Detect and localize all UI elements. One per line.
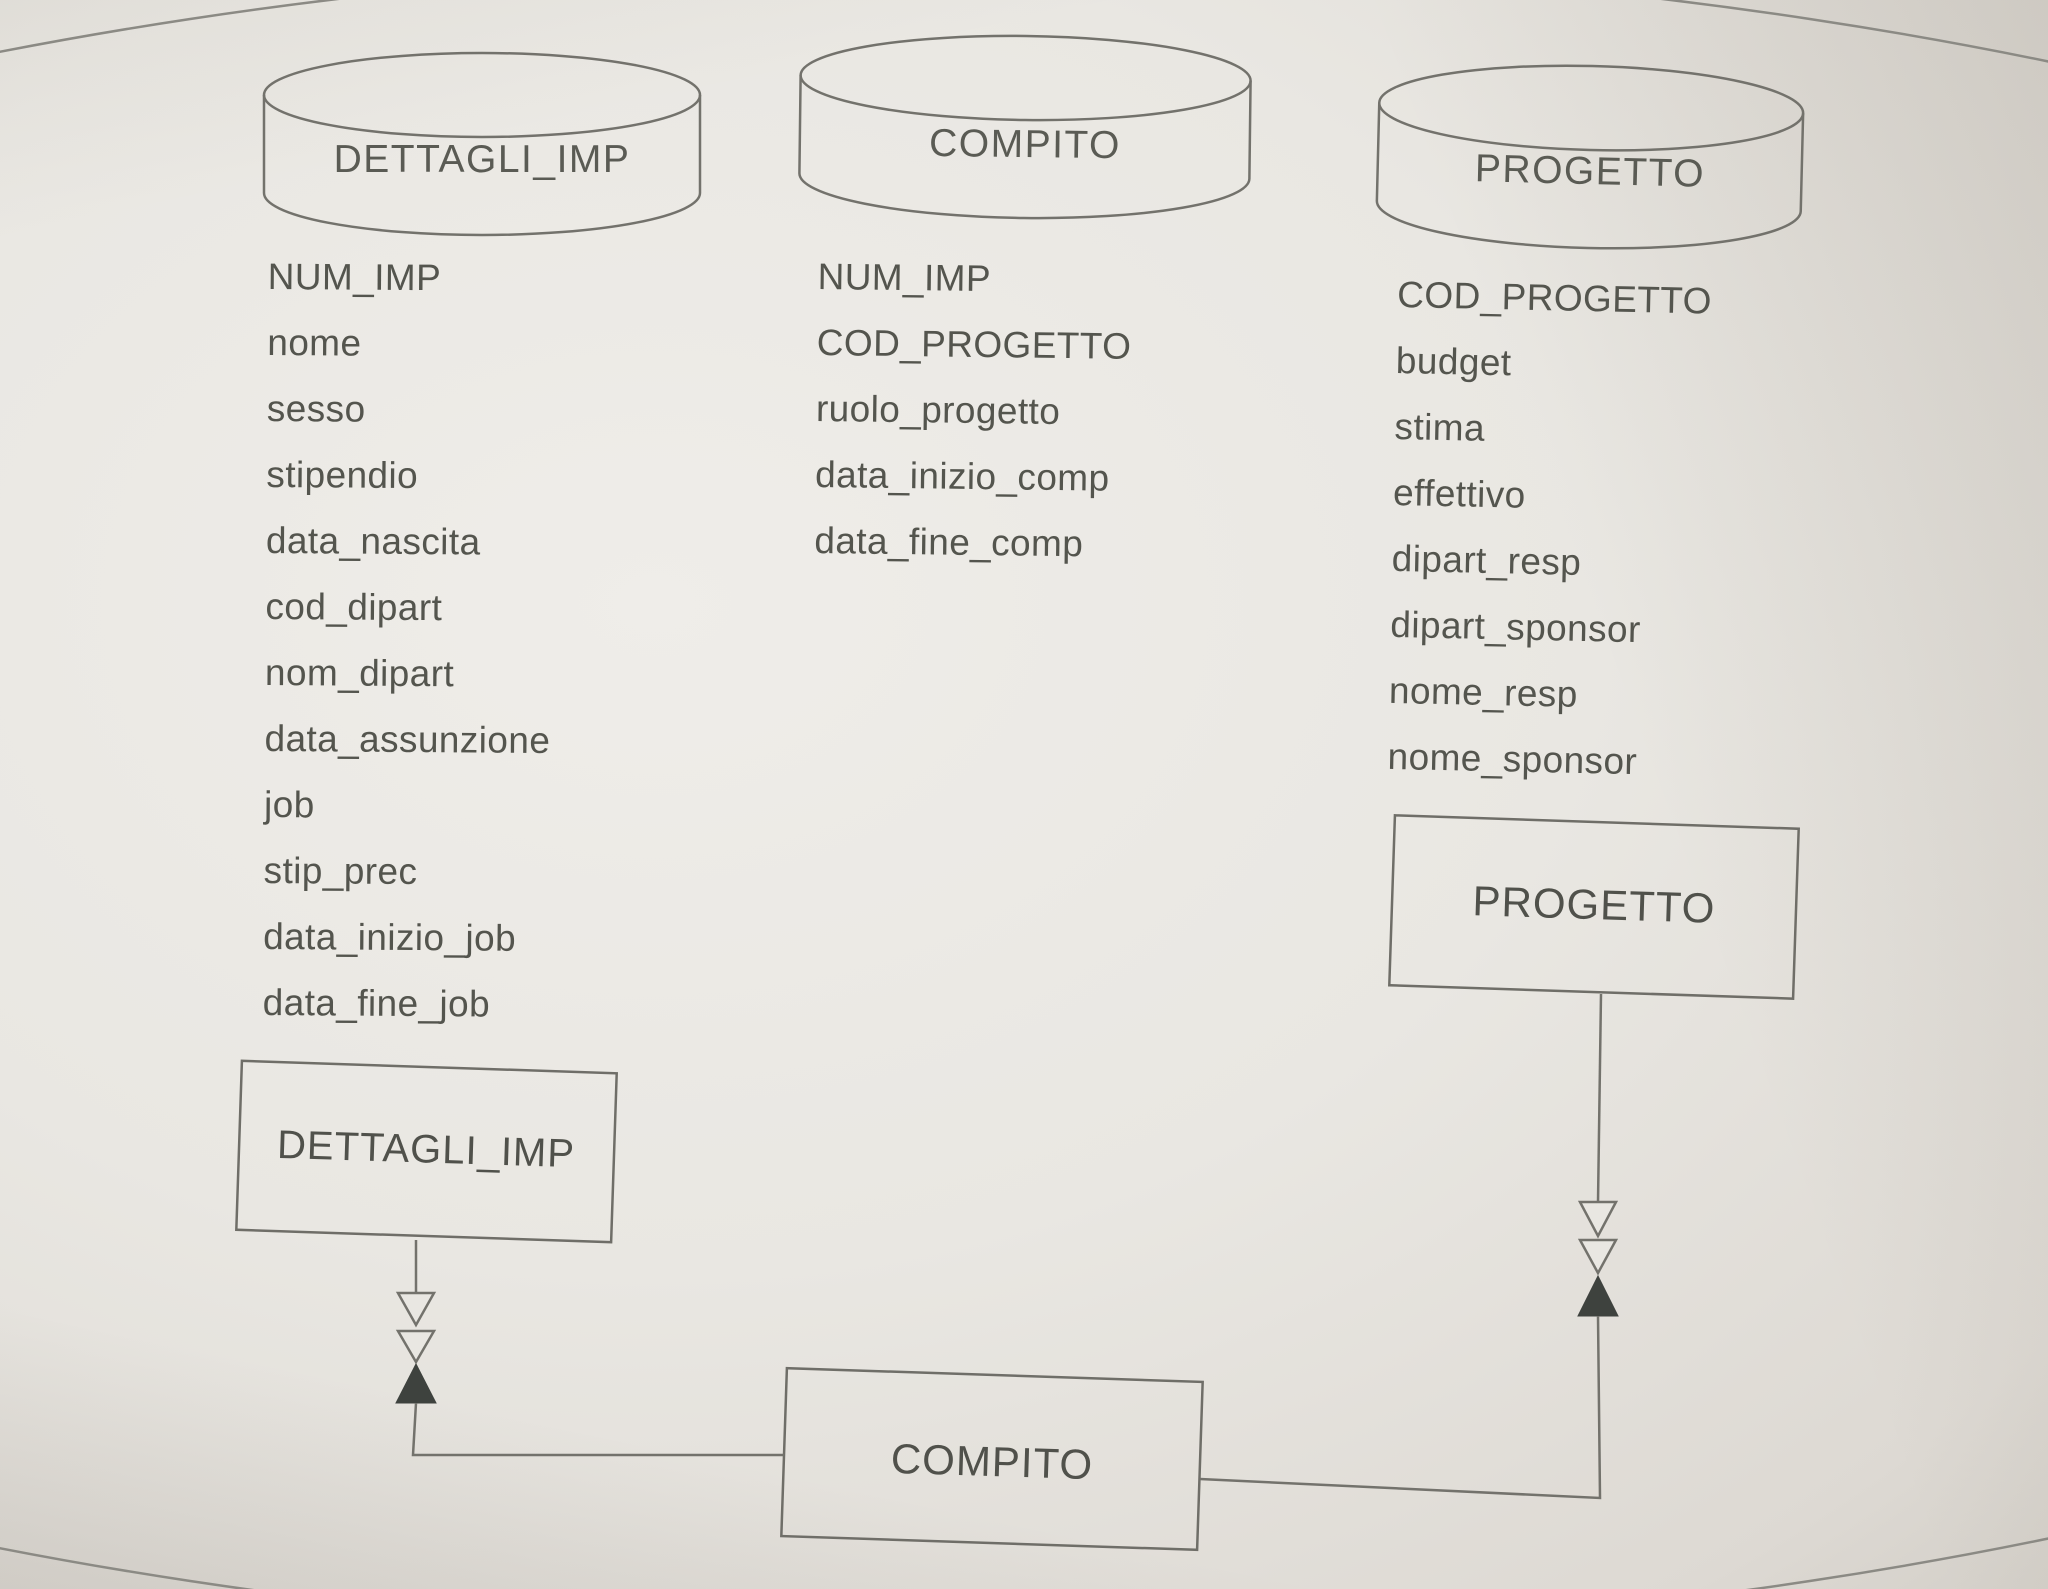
attribute-item: stima bbox=[1394, 405, 1486, 449]
attribute-item: effettivo bbox=[1392, 471, 1527, 516]
cylinder-label-dettagli-imp: DETTAGLI_IMP bbox=[333, 138, 631, 181]
attribute-item: COD_PROGETTO bbox=[1396, 273, 1713, 322]
attribute-item: nome_sponsor bbox=[1387, 735, 1638, 783]
attribute-item: data_assunzione bbox=[264, 717, 551, 761]
cylinder-shape-dettagli-imp bbox=[262, 51, 702, 237]
cylinder-label-compito: COMPITO bbox=[928, 121, 1122, 168]
cylinder-shape-compito bbox=[798, 34, 1252, 220]
entity-box-label-dettagli-imp: DETTAGLI_IMP bbox=[276, 1122, 576, 1177]
attribute-item: data_inizio_job bbox=[263, 915, 517, 959]
attribute-item: NUM_IMP bbox=[817, 255, 992, 300]
attribute-item: data_inizio_comp bbox=[814, 453, 1110, 499]
cylinder-shape-progetto bbox=[1375, 64, 1805, 250]
entity-box-progetto bbox=[1388, 814, 1800, 1000]
connector-progetto-compito bbox=[1199, 993, 1619, 1500]
attribute-list-progetto: COD_PROGETTO budget stima effettivo dipa… bbox=[1387, 262, 1713, 796]
attribute-item: nom_dipart bbox=[264, 651, 455, 695]
open-triangle-icon bbox=[1577, 1238, 1619, 1276]
open-triangle-icon bbox=[395, 1291, 437, 1328]
attribute-item: dipart_sponsor bbox=[1389, 603, 1642, 651]
attribute-item: stipendio bbox=[266, 453, 419, 497]
attribute-item: stip_prec bbox=[263, 849, 418, 893]
open-triangle-icon bbox=[1577, 1200, 1619, 1239]
attribute-item: data_nascita bbox=[265, 519, 481, 563]
entity-box-label-compito: COMPITO bbox=[890, 1434, 1094, 1489]
attribute-item: data_fine_comp bbox=[814, 519, 1084, 565]
attribute-item: dipart_resp bbox=[1391, 537, 1582, 583]
connector-dettagli-imp-compito bbox=[395, 1240, 784, 1457]
attribute-item: nome_resp bbox=[1388, 669, 1579, 715]
attribute-item: NUM_IMP bbox=[267, 255, 442, 299]
attribute-item: sesso bbox=[266, 387, 366, 430]
filled-arrow-icon bbox=[1577, 1274, 1619, 1317]
entity-box-compito bbox=[780, 1366, 1204, 1552]
cylinder-label-progetto: PROGETTO bbox=[1474, 147, 1706, 196]
attribute-item: data_fine_job bbox=[262, 981, 491, 1025]
attribute-item: ruolo_progetto bbox=[815, 387, 1061, 432]
open-triangle-icon bbox=[395, 1329, 437, 1365]
entity-box-dettagli-imp bbox=[235, 1059, 619, 1244]
attribute-item: COD_PROGETTO bbox=[816, 321, 1132, 367]
attribute-list-compito: NUM_IMP COD_PROGETTO ruolo_progetto data… bbox=[814, 244, 1133, 578]
attribute-list-dettagli-imp: NUM_IMP nome sesso stipendio data_nascit… bbox=[262, 244, 553, 1038]
attribute-item: budget bbox=[1395, 339, 1512, 384]
filled-arrow-icon bbox=[395, 1362, 437, 1404]
attribute-item: nome bbox=[267, 321, 362, 364]
attribute-item: job bbox=[263, 783, 315, 826]
entity-box-label-progetto: PROGETTO bbox=[1471, 877, 1717, 932]
attribute-item: cod_dipart bbox=[265, 585, 443, 629]
